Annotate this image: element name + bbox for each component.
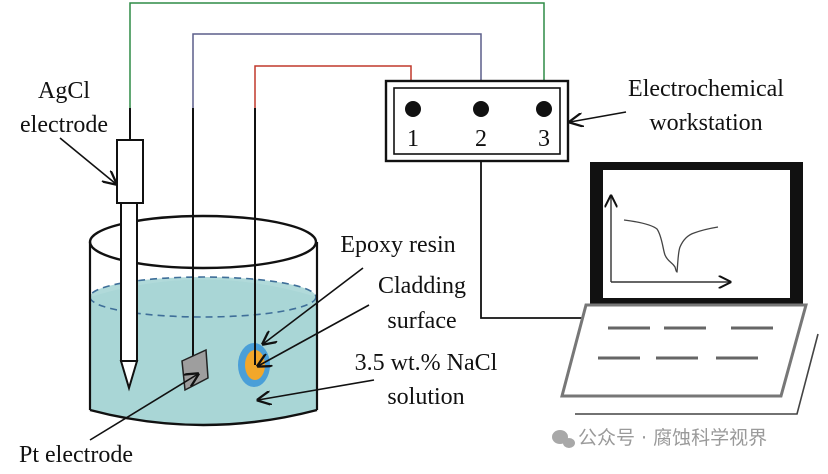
wechat-icon <box>552 430 575 448</box>
beaker-rim <box>88 214 318 270</box>
arrow-cladding <box>258 304 370 366</box>
arrow-agcl <box>59 137 116 184</box>
label-pt: Pt electrode <box>19 442 133 468</box>
terminal-3 <box>536 101 552 117</box>
label-nacl-2: solution <box>387 384 464 410</box>
arrow-epoxy <box>263 267 364 344</box>
laptop <box>560 162 819 415</box>
polarization-curve <box>623 219 719 273</box>
label-workstation-2: workstation <box>649 110 762 136</box>
watermark: 公众号 · 腐蚀科学视界 <box>552 427 767 449</box>
arrow-workstation <box>570 111 627 122</box>
terminal-1-label: 1 <box>407 126 419 152</box>
screen-plot <box>611 196 730 282</box>
arrow-nacl <box>258 379 375 400</box>
wire-counter-blue <box>192 33 482 108</box>
label-cladding-1: Cladding <box>378 273 466 299</box>
label-nacl-1: 3.5 wt.% NaCl <box>355 350 498 376</box>
electrochemical-workstation: 1 2 3 <box>384 79 570 163</box>
label-agcl-1: AgCl <box>38 78 90 104</box>
wire-reference-green <box>129 2 545 108</box>
label-cladding-2: surface <box>387 308 456 334</box>
arrow-pt <box>89 374 198 441</box>
watermark-text: 公众号 · 腐蚀科学视界 <box>578 427 767 449</box>
label-workstation-1: Electrochemical <box>628 76 784 102</box>
keyboard-keys <box>598 326 773 360</box>
agcl-electrode <box>116 108 144 392</box>
label-epoxy: Epoxy resin <box>340 232 455 258</box>
terminal-1 <box>405 101 421 117</box>
cable-workstation-laptop <box>480 161 585 319</box>
label-agcl-2: electrode <box>20 112 108 138</box>
terminal-2 <box>473 101 489 117</box>
terminal-3-label: 3 <box>538 126 550 152</box>
terminal-2-label: 2 <box>475 126 487 152</box>
